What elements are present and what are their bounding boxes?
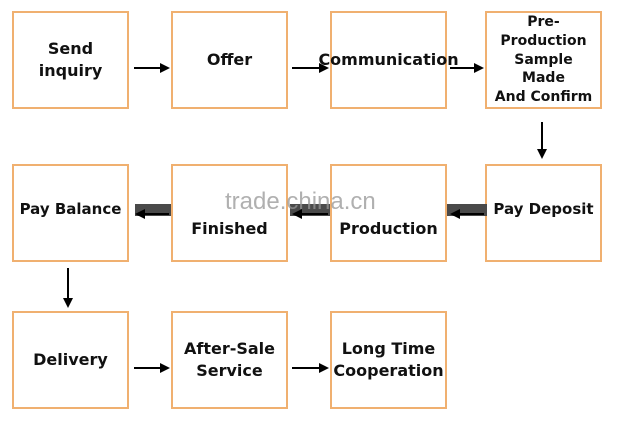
step-label: Communication xyxy=(318,50,459,70)
step-label: Finished xyxy=(191,219,268,239)
watermark: trade.china.cn xyxy=(225,188,376,215)
step-label: After-Sale Service xyxy=(183,339,276,380)
step-label: Offer xyxy=(206,50,253,70)
step-delivery: Delivery xyxy=(12,311,129,409)
step-label: Long Time Cooperation xyxy=(333,339,444,380)
step-pay-deposit: Pay Deposit xyxy=(485,164,602,262)
step-label: Pre-Production Sample Made And Confirm xyxy=(494,13,593,106)
step-long-time-cooperation: Long Time Cooperation xyxy=(330,311,447,409)
step-label: Delivery xyxy=(33,350,108,370)
step-label: Send inquiry xyxy=(38,39,103,80)
step-send-inquiry: Send inquiry xyxy=(12,11,129,109)
step-label: Production xyxy=(339,219,438,239)
step-after-sale-service: After-Sale Service xyxy=(171,311,288,409)
step-communication: Communication xyxy=(318,11,459,109)
step-label: Pay Balance xyxy=(19,199,122,218)
step-production: Production xyxy=(330,164,447,262)
step-label: Pay Deposit xyxy=(493,199,594,218)
step-pay-balance: Pay Balance xyxy=(12,164,129,262)
step-pre-production: Pre-Production Sample Made And Confirm xyxy=(485,11,602,109)
step-offer: Offer xyxy=(171,11,288,109)
step-finished: Finished xyxy=(171,164,288,262)
